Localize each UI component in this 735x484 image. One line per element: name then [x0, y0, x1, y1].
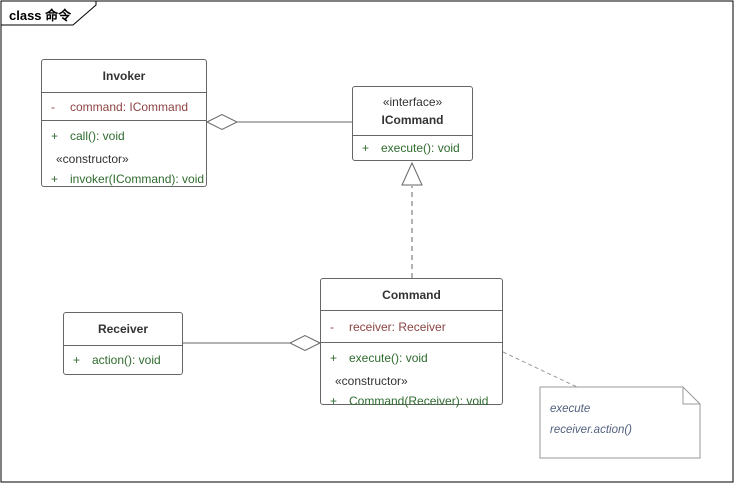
class-title: Receiver [64, 313, 182, 346]
methods-section: + call(): void «constructor» + invoker(I… [42, 121, 206, 189]
constructor-text: Command(Receiver): void [349, 394, 489, 408]
aggregation-diamond [288, 334, 322, 352]
note-fold-icon [682, 387, 700, 405]
methods-section: + action(): void [64, 346, 182, 374]
note-shape[interactable] [539, 386, 701, 459]
visibility-symbol: + [330, 394, 338, 408]
attribute-row: - receiver: Receiver [321, 311, 502, 342]
method-row: + call(): void [42, 124, 206, 148]
constructor-stereotype: «constructor» [56, 151, 129, 166]
visibility-symbol: - [51, 99, 55, 114]
constructor-row: + Command(Receiver): void [321, 391, 502, 411]
realization-triangle [401, 161, 423, 186]
class-title: Invoker [42, 60, 206, 93]
visibility-symbol: - [330, 319, 334, 334]
method-text: action(): void [92, 353, 161, 367]
class-receiver[interactable]: Receiver + action(): void [63, 312, 183, 375]
attribute-text: receiver: Receiver [349, 319, 446, 334]
frame-title: class 命令 [9, 8, 72, 23]
aggregation-diamond [205, 113, 239, 131]
attribute-text: command: ICommand [70, 99, 189, 114]
interface-icommand[interactable]: «interface» ICommand + execute(): void [352, 86, 473, 161]
aggregation-command-receiver[interactable] [183, 334, 322, 352]
attribute-row: - command: ICommand [42, 93, 206, 120]
method-row: + execute(): void [353, 136, 472, 160]
method-text: call(): void [70, 129, 125, 143]
interface-header: «interface» ICommand [353, 87, 472, 136]
visibility-symbol: + [51, 172, 59, 186]
attributes-section: - command: ICommand [42, 93, 206, 121]
frame-tab [0, 0, 97, 26]
method-text: execute(): void [349, 351, 428, 365]
aggregation-invoker-icommand[interactable] [205, 113, 352, 131]
attributes-section: - receiver: Receiver [321, 311, 502, 343]
class-title: ICommand [381, 113, 444, 127]
note-line: receiver.action() [550, 424, 633, 436]
methods-section: + execute(): void «constructor» + Comman… [321, 343, 502, 411]
method-text: execute(): void [381, 141, 460, 155]
visibility-symbol: + [73, 353, 81, 367]
method-row: + action(): void [64, 346, 182, 374]
constructor-stereotype: «constructor» [335, 373, 408, 388]
method-row: + execute(): void [321, 346, 502, 370]
class-command[interactable]: Command - receiver: Receiver + execute()… [320, 278, 503, 408]
interface-stereotype: «interface» [382, 95, 443, 109]
note-content: execute receiver.action() [550, 399, 632, 441]
visibility-symbol: + [51, 129, 59, 143]
class-invoker[interactable]: Invoker - command: ICommand + call(): vo… [41, 59, 207, 187]
visibility-symbol: + [330, 351, 338, 365]
constructor-text: invoker(ICommand): void [70, 172, 205, 186]
realization-command-icommand[interactable] [401, 161, 423, 278]
note-line: execute [550, 403, 591, 415]
methods-section: + execute(): void [353, 136, 472, 160]
class-title: Command [321, 279, 502, 311]
constructor-row: + invoker(ICommand): void [42, 169, 206, 189]
visibility-symbol: + [362, 141, 370, 155]
